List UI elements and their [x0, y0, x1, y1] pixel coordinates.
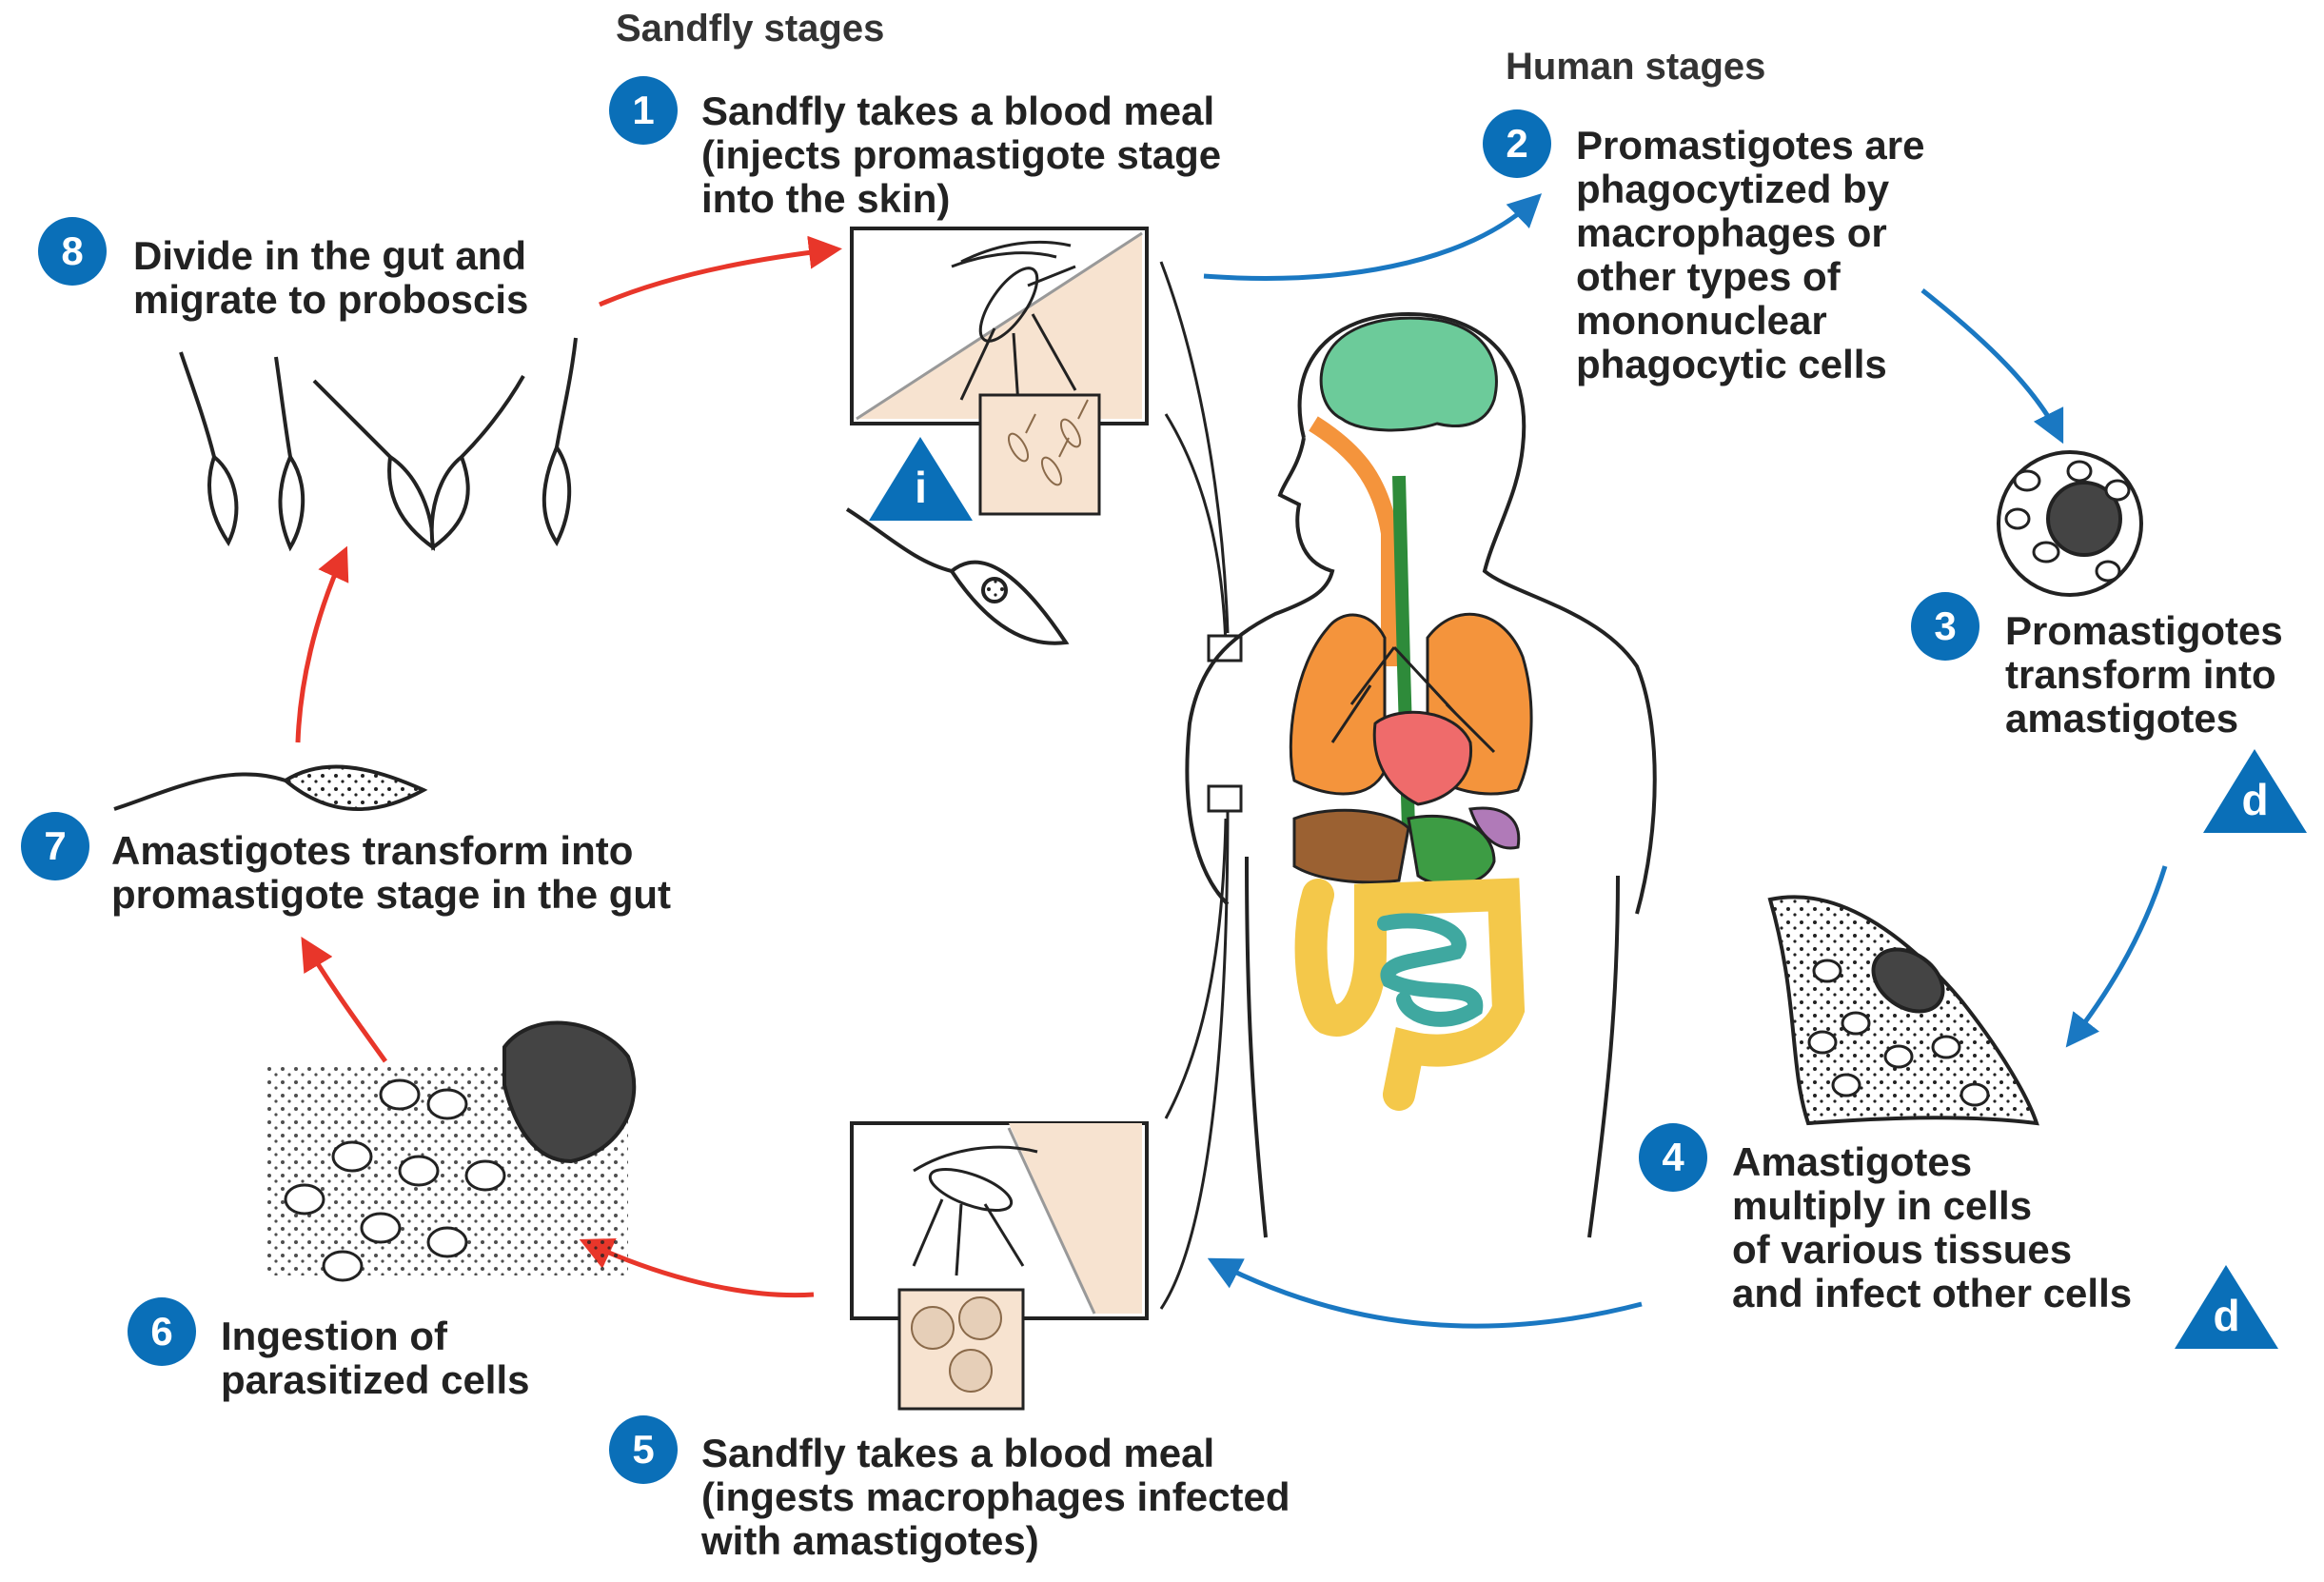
promastigote-top [845, 507, 1070, 645]
sandfly-bite-panel-bottom [850, 1121, 1149, 1411]
spleen [1468, 806, 1521, 850]
step-4-badge: 4 [1639, 1123, 1707, 1192]
heart [1372, 710, 1473, 806]
liver [1292, 808, 1410, 884]
infected-macrophage [1997, 450, 2143, 597]
step-1-text: Sandfly takes a blood meal (injects prom… [701, 89, 1222, 221]
triangle-icon [2203, 749, 2307, 833]
tissue-cell-with-amastigotes [1767, 895, 2039, 1126]
step-7-badge: 7 [21, 812, 89, 880]
human-body-outline [1185, 311, 1657, 1238]
sandfly-bite-panel-top [850, 227, 1149, 516]
step-6-badge: 6 [128, 1297, 196, 1366]
sandfly-stages-heading: Sandfly stages [616, 8, 885, 49]
step-8-badge: 8 [38, 217, 107, 286]
small-intestine [1377, 913, 1484, 1027]
step-2-badge: 2 [1483, 109, 1551, 178]
gut-promastigote [113, 764, 428, 812]
arrow-6-to-7 [301, 936, 388, 1063]
step-2-text: Promastigotes are phagocytized by macrop… [1576, 123, 1925, 386]
arrow-7-to-8 [295, 545, 349, 743]
step-4-text: Amastigotes multiply in cells of various… [1732, 1139, 2133, 1315]
arrow-1-to-2 [1203, 193, 1543, 281]
dividing-promastigotes [179, 337, 578, 552]
arrow-2-to-3 [1920, 288, 2064, 445]
arrow-3-to-4 [2065, 865, 2168, 1048]
ingested-parasitized-cells [266, 1020, 637, 1282]
diagnostic-stage-marker-1: d [2200, 745, 2310, 836]
step-7-text: Amastigotes transform into promastigote … [111, 828, 672, 917]
infective-stage-marker: i [866, 433, 975, 524]
step-6-text: Ingestion of parasitized cells [221, 1314, 530, 1402]
brain [1319, 316, 1498, 432]
step-3-badge: 3 [1911, 592, 1979, 661]
human-stages-heading: Human stages [1506, 46, 1766, 88]
triangle-icon [2175, 1265, 2278, 1349]
diagnostic-stage-marker-2: d [2172, 1261, 2281, 1352]
step-5-badge: 5 [609, 1415, 678, 1484]
step-5-text: Sandfly takes a blood meal (ingests macr… [701, 1431, 1290, 1563]
step-1-badge: 1 [609, 76, 678, 145]
arrow-4-to-5 [1207, 1257, 1643, 1329]
left-lung [1289, 613, 1387, 796]
step-3-text: Promastigotes transform into amastigotes [2005, 608, 2283, 741]
step-8-text: Divide in the gut and migrate to probosc… [133, 233, 529, 322]
large-intestine [1294, 878, 1526, 1111]
triangle-icon [869, 437, 973, 521]
arrow-8-to-1 [599, 235, 842, 307]
